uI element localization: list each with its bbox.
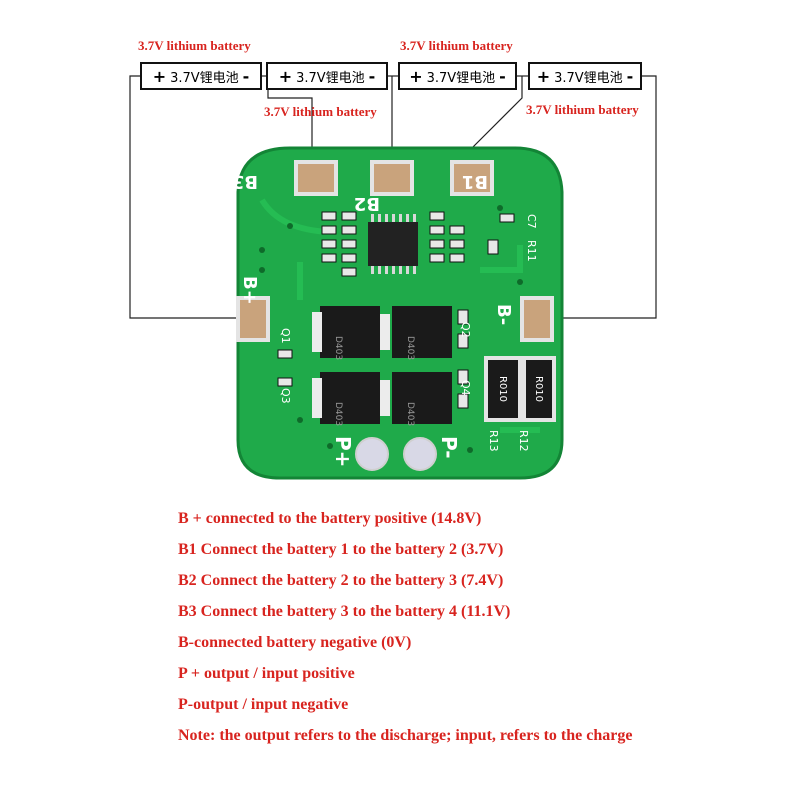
silk-q4: Q4 (459, 380, 472, 396)
cell-label: 3.7V锂电池 (426, 70, 496, 86)
pad-p-minus (403, 437, 437, 471)
shunt-r12-text: R010 (533, 376, 544, 402)
minus-terminal: - (242, 66, 250, 86)
note-b-minus: B-connected battery negative (0V) (178, 634, 412, 651)
passives (321, 211, 515, 277)
pad-b3 (294, 160, 338, 196)
plus-terminal: + (278, 66, 293, 86)
silk-q2: Q2 (459, 322, 472, 338)
note-b2: B2 Connect the battery 2 to the battery … (178, 572, 504, 589)
plus-terminal: + (409, 66, 423, 86)
silk-r11: R11 (525, 240, 538, 262)
cell-label: 3.7V锂电池 (170, 70, 239, 86)
shunt-r13 (484, 356, 522, 422)
silk-c7: C7 (525, 214, 538, 229)
battery-cell-2: + 3.7V锂电池 - (266, 62, 388, 90)
label-cell1: 3.7V lithium battery (138, 38, 251, 53)
mosfet-q2-text: D403 (405, 336, 415, 360)
label-cell3: 3.7V lithium battery (400, 38, 513, 53)
pcb-board: D403 D403 D403 D403 R010 R010 (236, 146, 564, 480)
mosfet-q4-text: D403 (405, 402, 415, 426)
silk-q1: Q1 (279, 328, 292, 344)
plus-terminal: + (152, 66, 167, 86)
silk-b-plus: B+ (239, 276, 260, 305)
mosfet-q1-text: D403 (333, 336, 343, 360)
silk-q3: Q3 (279, 388, 292, 404)
pin-description-list: B + connected to the battery positive (1… (178, 508, 632, 756)
note-p-minus: P-output / input negative (178, 696, 349, 713)
silk-p-minus: P- (437, 436, 461, 459)
pad-b2 (370, 160, 414, 196)
label-cell2: 3.7V lithium battery (264, 104, 377, 119)
battery-cell-4: + 3.7V锂电池 - (528, 62, 642, 90)
label-cell4: 3.7V lithium battery (526, 102, 639, 117)
shunt-r12 (522, 356, 556, 422)
pad-p-plus (355, 437, 389, 471)
minus-terminal: - (499, 66, 506, 86)
pad-b1 (450, 160, 494, 196)
cell-label: 3.7V锂电池 (554, 70, 623, 86)
minus-terminal: - (626, 66, 634, 86)
silk-p-plus: P+ (331, 436, 355, 467)
minus-terminal: - (368, 66, 376, 86)
note-b1: B1 Connect the battery 1 to the battery … (178, 541, 504, 558)
silk-r13: R13 (487, 430, 500, 452)
note-p-plus: P + output / input positive (178, 665, 355, 682)
bms-wiring-diagram: D403 D403 D403 D403 R010 R010 B3 B2 B1 B… (129, 75, 657, 480)
note-b3: B3 Connect the battery 3 to the battery … (178, 603, 511, 620)
mosfet-q3-text: D403 (333, 402, 343, 426)
pad-b-plus (236, 296, 270, 342)
cell-label: 3.7V锂电池 (296, 70, 365, 86)
battery-cell-3: + 3.7V锂电池 - (398, 62, 517, 90)
note-b-plus: B + connected to the battery positive (1… (178, 510, 482, 527)
silk-b-minus: B- (493, 304, 514, 325)
note-charge-discharge: Note: the output refers to the discharge… (178, 727, 633, 744)
battery-cell-1: + 3.7V锂电池 - (140, 62, 262, 90)
pad-b-minus (520, 296, 554, 342)
shunt-r13-text: R010 (497, 376, 508, 402)
silkscreen: B3 B2 B1 B+ B- P+ P- Q1 Q2 Q3 Q4 R13 R12… (232, 171, 538, 467)
wire-b-plus (129, 75, 240, 319)
plus-terminal: + (536, 66, 551, 86)
ic-chip (368, 222, 418, 266)
silk-r12: R12 (517, 430, 530, 452)
mosfets (312, 306, 452, 424)
pcb-traces (259, 198, 540, 433)
wire-b-minus (540, 75, 657, 319)
silk-b1: B1 (462, 171, 488, 192)
silk-b3: B3 (232, 171, 258, 192)
silk-b2: B2 (354, 193, 380, 214)
